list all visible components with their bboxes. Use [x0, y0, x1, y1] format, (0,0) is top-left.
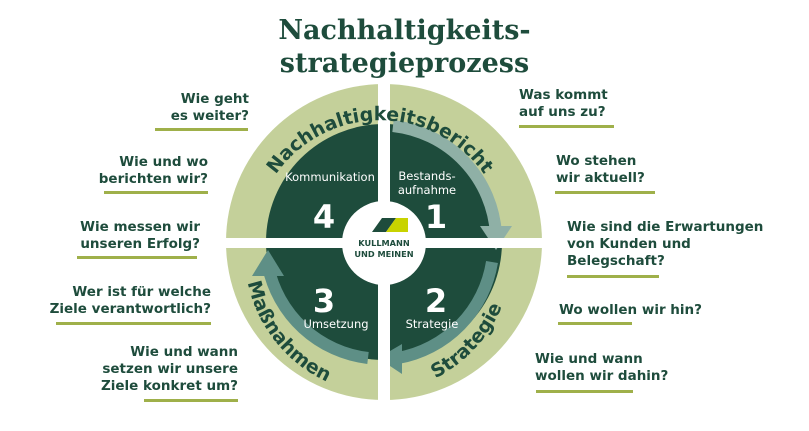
title-line-1: Nachhaltigkeits-: [278, 15, 531, 46]
quadrant-3-number: 3: [313, 282, 335, 320]
quadrant-4: Kommunikation 4: [285, 170, 375, 236]
question-left-2-line-1: Wie und wo: [119, 154, 208, 170]
question-left-5: Wie und wann setzen wir unsere Ziele kon…: [101, 344, 238, 395]
question-right-2-line-2: wir aktuell?: [556, 170, 645, 186]
title-line-2: strategieprozess: [279, 48, 530, 79]
question-right-4-line-1: Wo wollen wir hin?: [559, 302, 702, 318]
question-left-4-rule: [56, 322, 211, 325]
question-left-5-line-1: Wie und wann: [130, 344, 238, 360]
question-left-2: Wie und wo berichten wir?: [99, 154, 208, 188]
quadrant-2-label: Strategie: [406, 317, 459, 331]
logo-text-line-1: KULLMANN: [358, 238, 410, 248]
question-right-2-rule: [555, 191, 655, 194]
arrow-arc-1: [392, 120, 502, 235]
question-left-5-line-3: Ziele konkret um?: [100, 378, 238, 394]
quadrant-1-number: 1: [425, 198, 447, 236]
question-right-1-rule: [519, 125, 614, 128]
question-left-4-line-2: Ziele verantwortlich?: [49, 301, 211, 317]
quadrant-1-label-line-1: Bestands-: [398, 169, 455, 183]
question-left-1-line-1: Wie geht: [180, 91, 249, 107]
question-left-1-line-2: es weiter?: [170, 108, 249, 124]
question-right-3-rule: [567, 275, 659, 278]
quadrant-1: Bestands- aufnahme 1: [398, 169, 456, 236]
quadrant-4-label: Kommunikation: [285, 170, 375, 184]
question-left-4: Wer ist für welche Ziele verantwortlich?: [50, 284, 211, 318]
question-left-3: Wie messen wir unseren Erfolg?: [80, 219, 200, 253]
question-right-1-line-1: Was kommt: [519, 87, 608, 103]
question-left-3-line-2: unseren Erfolg?: [80, 236, 200, 252]
question-right-4: Wo wollen wir hin?: [559, 302, 702, 319]
arrow-arc-2: [396, 260, 498, 364]
question-left-1: Wie geht es weiter?: [171, 91, 249, 125]
logo-text-line-2: UND MEINEN: [354, 249, 413, 259]
quadrant-2-number: 2: [425, 282, 447, 320]
arrow-head-3: [252, 250, 284, 276]
quadrant-2: 2 Strategie: [406, 282, 459, 331]
question-right-5-line-2: wollen wir dahin?: [535, 368, 669, 384]
quadrant-3-label: Umsetzung: [303, 317, 368, 331]
question-right-1: Was kommt auf uns zu?: [519, 87, 608, 121]
question-left-2-rule: [104, 191, 208, 194]
company-logo: KULLMANN UND MEINEN: [354, 218, 414, 259]
question-right-3-line-1: Wie sind die Erwartungen: [567, 219, 764, 235]
question-left-2-line-2: berichten wir?: [98, 171, 208, 187]
question-right-5-rule: [536, 390, 633, 393]
question-left-3-rule: [77, 256, 197, 259]
question-right-4-rule: [558, 322, 632, 325]
question-left-1-rule: [155, 128, 248, 131]
question-right-3-line-3: Belegschaft?: [567, 253, 665, 269]
quadrant-3: 3 Umsetzung: [303, 282, 368, 331]
question-right-1-line-2: auf uns zu?: [519, 104, 606, 120]
question-right-5-line-1: Wie und wann: [535, 351, 643, 367]
page-title: Nachhaltigkeits- strategieprozess: [0, 14, 809, 80]
question-left-5-rule: [144, 399, 238, 402]
arrow-arc-3: [262, 264, 369, 364]
quadrant-4-number: 4: [313, 198, 335, 236]
question-right-3: Wie sind die Erwartungen von Kunden und …: [567, 219, 763, 270]
question-left-4-line-1: Wer ist für welche: [72, 284, 211, 300]
question-right-2-line-1: Wo stehen: [556, 153, 637, 169]
question-left-3-line-1: Wie messen wir: [80, 219, 200, 235]
quadrant-1-label-line-2: aufnahme: [398, 183, 456, 197]
question-left-5-line-2: setzen wir unsere: [102, 361, 238, 377]
question-right-2: Wo stehen wir aktuell?: [556, 153, 645, 187]
question-right-3-line-2: von Kunden und: [567, 236, 691, 252]
question-right-5: Wie und wann wollen wir dahin?: [535, 351, 668, 385]
